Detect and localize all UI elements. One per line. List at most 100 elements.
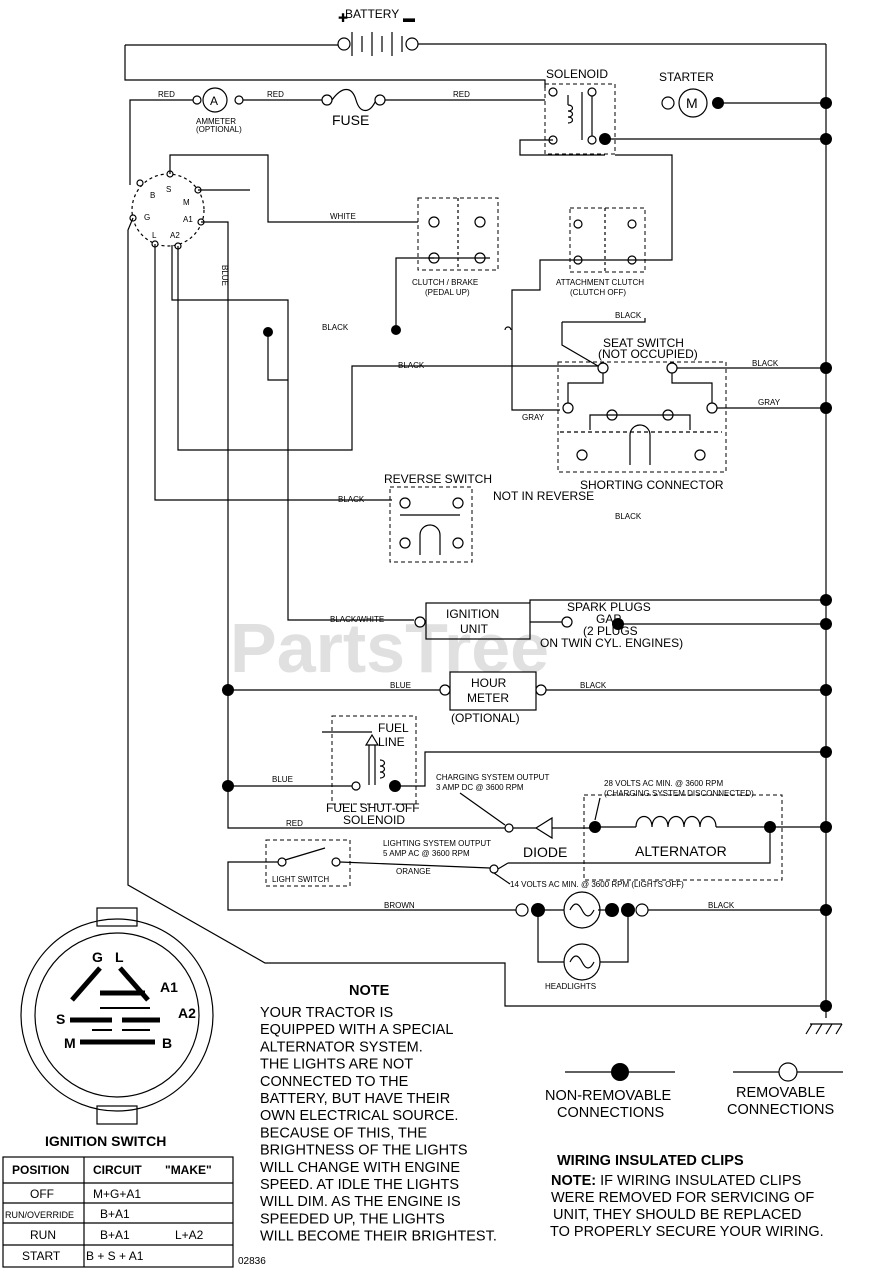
svg-text:BLACK: BLACK (752, 359, 779, 368)
seat-switch (557, 361, 727, 473)
svg-text:GRAY: GRAY (522, 413, 545, 422)
battery-minus: ▬ (403, 11, 415, 25)
legend: NON-REMOVABLE CONNECTIONS REMOVABLE CONN… (545, 1062, 843, 1121)
svg-text:UNIT: UNIT (460, 622, 489, 636)
svg-text:SPARK PLUGS: SPARK PLUGS (567, 600, 651, 614)
svg-text:RUN: RUN (30, 1228, 56, 1242)
wire-crossover (504, 326, 512, 331)
svg-text:LINE: LINE (378, 735, 405, 749)
ammeter (202, 87, 228, 113)
svg-text:NOT IN REVERSE: NOT IN REVERSE (493, 489, 594, 503)
diode-symbol (534, 816, 553, 840)
svg-text:B+A1: B+A1 (100, 1207, 130, 1221)
battery: ✚ ▬ BATTERY (124, 7, 826, 88)
clips-title: WIRING INSULATED CLIPS (557, 1153, 744, 1169)
svg-text:M: M (64, 1035, 76, 1051)
watermark: PartsTree (230, 609, 549, 687)
svg-text:GAP: GAP (596, 612, 621, 626)
ignition-unit (425, 602, 531, 640)
svg-text:B+A1: B+A1 (100, 1228, 130, 1242)
part-number: 02836 (238, 1256, 266, 1267)
starter-motor (678, 88, 708, 118)
clips-line-0: NOTE: IF WIRING INSULATED CLIPS (551, 1173, 801, 1189)
svg-text:SHORTING CONNECTOR: SHORTING CONNECTOR (580, 478, 724, 492)
svg-text:S: S (166, 185, 171, 194)
svg-text:(NOT OCCUPIED): (NOT OCCUPIED) (598, 347, 698, 361)
battery-plus: ✚ (338, 11, 348, 25)
svg-text:METER: METER (467, 691, 509, 705)
svg-text:CLUTCH / BRAKE: CLUTCH / BRAKE (412, 278, 478, 287)
fuse-label: FUSE (332, 112, 369, 128)
svg-text:RED: RED (453, 90, 470, 99)
svg-text:REMOVABLE: REMOVABLE (736, 1085, 826, 1101)
svg-text:IGNITION: IGNITION (446, 607, 499, 621)
note-line: WILL DIM. AS THE ENGINE IS (260, 1194, 461, 1210)
fuse-symbol (331, 88, 377, 112)
note-line: THE LIGHTS ARE NOT (260, 1057, 413, 1073)
svg-text:CONNECTIONS: CONNECTIONS (727, 1102, 834, 1118)
svg-text:L+A2: L+A2 (175, 1228, 204, 1242)
svg-text:DIODE: DIODE (523, 844, 567, 860)
svg-text:L: L (115, 949, 124, 965)
note-line: YOUR TRACTOR IS (260, 1005, 393, 1021)
svg-text:(OPTIONAL): (OPTIONAL) (451, 711, 520, 725)
svg-text:M+G+A1: M+G+A1 (93, 1187, 141, 1201)
svg-text:(CLUTCH OFF): (CLUTCH OFF) (570, 288, 626, 297)
svg-text:BLUE: BLUE (272, 775, 293, 784)
svg-text:14 VOLTS AC MIN. @ 3600 RPM (L: 14 VOLTS AC MIN. @ 3600 RPM (LIGHTS OFF) (510, 880, 684, 889)
note-line: EQUIPPED WITH A SPECIAL (260, 1022, 453, 1038)
reverse-switch (389, 486, 473, 563)
svg-text:A1: A1 (183, 215, 193, 224)
svg-text:BLACK/WHITE: BLACK/WHITE (330, 615, 384, 624)
svg-text:BLACK: BLACK (615, 512, 642, 521)
svg-text:START: START (22, 1249, 61, 1263)
svg-text:S: S (56, 1011, 65, 1027)
solenoid-coil (567, 95, 574, 124)
ignition-switch-title: IGNITION SWITCH (45, 1133, 166, 1149)
note-line: BRIGHTNESS OF THE LIGHTS (260, 1143, 468, 1159)
svg-text:RED: RED (286, 819, 303, 828)
svg-text:"MAKE": "MAKE" (165, 1163, 212, 1177)
svg-text:CONNECTIONS: CONNECTIONS (557, 1105, 664, 1121)
svg-text:A1: A1 (160, 979, 178, 995)
clips-line-3: TO PROPERLY SECURE YOUR WIRING. (550, 1224, 824, 1240)
note-line: WILL CHANGE WITH ENGINE (260, 1160, 460, 1176)
svg-text:ORANGE: ORANGE (396, 867, 431, 876)
ground-symbol (805, 1023, 843, 1035)
svg-text:ALTERNATOR: ALTERNATOR (635, 843, 727, 859)
svg-text:SEAT SWITCH: SEAT SWITCH (603, 336, 684, 350)
svg-text:BLACK: BLACK (580, 681, 607, 690)
svg-text:ATTACHMENT CLUTCH: ATTACHMENT CLUTCH (556, 278, 644, 287)
svg-text:5 AMP AC @ 3600 RPM: 5 AMP AC @ 3600 RPM (383, 849, 470, 858)
note-line: SPEEDED UP, THE LIGHTS (260, 1211, 445, 1227)
svg-text:(2 PLUGS: (2 PLUGS (583, 624, 638, 638)
svg-text:LIGHT SWITCH: LIGHT SWITCH (272, 875, 329, 884)
note-line: BATTERY, BUT HAVE THEIR (260, 1091, 450, 1107)
svg-text:RED: RED (158, 90, 175, 99)
note-line: SPEED. AT IDLE THE LIGHTS (260, 1177, 459, 1193)
clutch-brake-switch (417, 197, 499, 271)
svg-text:HEADLIGHTS: HEADLIGHTS (545, 982, 596, 991)
svg-text:A2: A2 (178, 1005, 196, 1021)
note-title: NOTE (349, 983, 390, 999)
svg-text:AMMETER: AMMETER (196, 117, 236, 126)
svg-text:BLACK: BLACK (398, 361, 425, 370)
battery-label: BATTERY (345, 7, 399, 21)
fuel-shutoff-solenoid (331, 715, 417, 805)
svg-text:A: A (210, 94, 218, 108)
attachment-clutch-switch (569, 207, 646, 273)
svg-text:CHARGING SYSTEM OUTPUT: CHARGING SYSTEM OUTPUT (436, 773, 549, 782)
note-line: BECAUSE OF THIS, THE (260, 1125, 427, 1141)
svg-text:G: G (92, 949, 103, 965)
svg-text:(PEDAL UP): (PEDAL UP) (425, 288, 470, 297)
svg-text:RED: RED (267, 90, 284, 99)
svg-text:BLACK: BLACK (322, 323, 349, 332)
headlights: BLACK HEADLIGHTS (515, 891, 832, 991)
svg-text:B: B (162, 1035, 172, 1051)
svg-text:BLUE: BLUE (390, 681, 411, 690)
ignition-switch-terminals: B S M G A1 L A2 (129, 170, 205, 250)
alternator-box (583, 794, 783, 881)
svg-text:OFF: OFF (30, 1187, 54, 1201)
